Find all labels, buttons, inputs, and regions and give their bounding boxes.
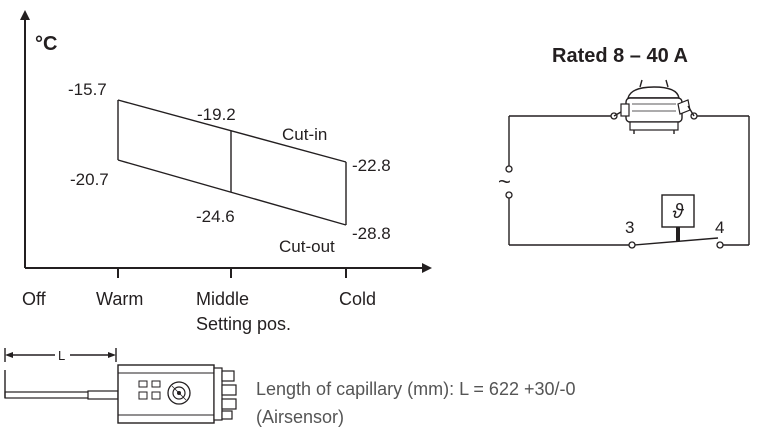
length-symbol: L <box>58 348 65 363</box>
x-axis-title: Setting pos. <box>196 314 291 334</box>
switch-contact <box>633 237 719 246</box>
x-label-cold: Cold <box>339 289 376 309</box>
wiring-circuit: Rated 8 – 40 A ~ <box>498 45 750 249</box>
capillary-length-text: Length of capillary (mm): L = 622 +30/-0 <box>256 379 576 399</box>
terminal-4-dot <box>716 241 724 249</box>
cut-out-middle-value: -24.6 <box>196 207 235 226</box>
terminal-4-label: 4 <box>715 218 724 237</box>
cut-out-cold-value: -28.8 <box>352 224 391 243</box>
cut-in-middle-value: -19.2 <box>197 105 236 124</box>
cut-in-warm-value: -15.7 <box>68 80 107 99</box>
thermostat-actuator <box>676 227 680 241</box>
supply-terminal-top <box>505 165 513 173</box>
capillary-tube-icon <box>4 370 119 400</box>
temperature-graph: °C -15.7 -19.2 -22.8 -20.7 -24.6 -28.8 C… <box>20 10 432 334</box>
dimension-arrow-right <box>108 352 116 358</box>
cut-in-cold-value: -22.8 <box>352 156 391 175</box>
cut-out-warm-value: -20.7 <box>70 170 109 189</box>
unit-label: °C <box>35 33 57 55</box>
dimension-arrow-left <box>5 352 13 358</box>
x-label-middle: Middle <box>196 289 249 309</box>
air-sensor-text: (Airsensor) <box>256 407 344 427</box>
cut-out-label: Cut-out <box>279 237 335 256</box>
x-label-off: Off <box>22 289 47 309</box>
x-label-warm: Warm <box>96 289 143 309</box>
terminal-3-label: 3 <box>625 218 634 237</box>
rating-title: Rated 8 – 40 A <box>552 45 688 67</box>
thermostat-symbol: ϑ <box>673 201 685 223</box>
compressor-icon <box>610 79 698 134</box>
cut-in-label: Cut-in <box>282 125 327 144</box>
terminal-3-dot <box>628 241 636 249</box>
cut-in-line <box>117 99 347 163</box>
supply-terminal-bottom <box>505 191 513 199</box>
thermostat-box <box>661 194 695 228</box>
ac-symbol: ~ <box>498 169 511 194</box>
cut-out-line <box>117 159 347 226</box>
thermostat-body-icon <box>117 364 237 424</box>
capillary-section: L Length of capillary (mm): L = 622 +30/ <box>4 348 576 427</box>
